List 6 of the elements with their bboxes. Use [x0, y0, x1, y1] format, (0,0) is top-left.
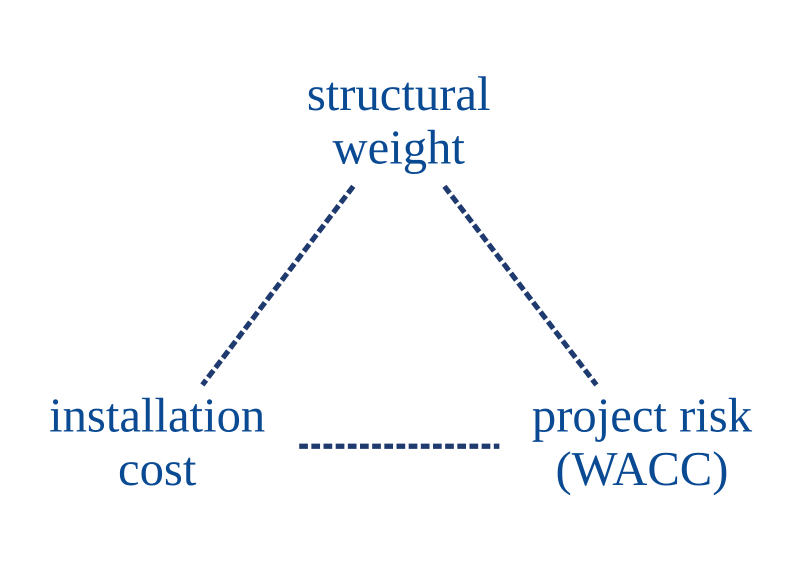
- node-text: project risk (WACC): [532, 388, 752, 496]
- connector: [442, 184, 598, 387]
- node-text: structural weight: [306, 66, 491, 175]
- connector: [200, 184, 356, 387]
- connector: [299, 444, 500, 449]
- node-text: installation cost: [49, 388, 266, 496]
